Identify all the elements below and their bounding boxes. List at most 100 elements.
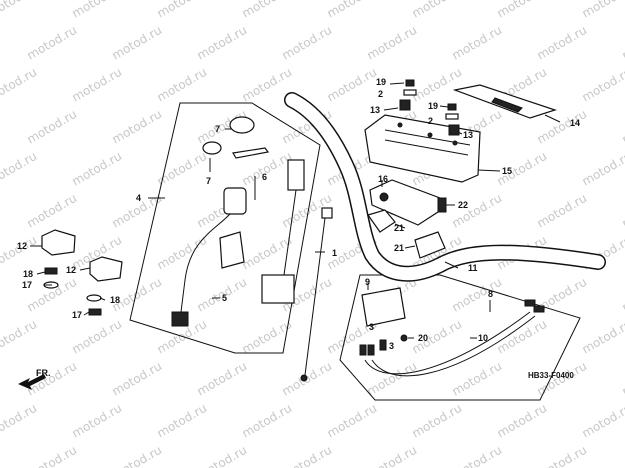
watermark-text: motod.ru bbox=[620, 107, 625, 147]
meter-case bbox=[364, 114, 481, 183]
key bbox=[232, 147, 270, 159]
watermark-text: motod.ru bbox=[495, 401, 550, 441]
callout-3a: 3 bbox=[369, 322, 374, 332]
callout-7b: 7 bbox=[206, 176, 211, 186]
watermark-text: motod.ru bbox=[535, 191, 590, 231]
watermark-text: motod.ru bbox=[25, 275, 80, 315]
callout-18a: 18 bbox=[23, 269, 33, 279]
direction-label: FR. bbox=[36, 368, 51, 378]
watermark-text: motod.ru bbox=[495, 0, 550, 21]
callout-8: 8 bbox=[488, 289, 493, 299]
watermark-text: motod.ru bbox=[620, 443, 625, 468]
watermark-text: motod.ru bbox=[325, 0, 380, 21]
watermark-text: motod.ru bbox=[620, 359, 625, 399]
choke-cable bbox=[300, 207, 333, 382]
watermark-text: motod.ru bbox=[535, 23, 590, 63]
watermark-text: motod.ru bbox=[195, 23, 250, 63]
holder-upper-left bbox=[41, 229, 76, 289]
watermark-text: motod.ru bbox=[0, 149, 39, 189]
watermark-text: motod.ru bbox=[495, 317, 550, 357]
bracket-6 bbox=[219, 231, 245, 269]
watermark-text: motod.ru bbox=[450, 191, 505, 231]
callout-19a: 19 bbox=[376, 77, 386, 87]
watermark-text: motod.ru bbox=[450, 359, 505, 399]
screw-20 bbox=[400, 334, 408, 342]
watermark-text: motod.ru bbox=[25, 359, 80, 399]
callout-1: 1 bbox=[332, 248, 337, 258]
diagram-code: HB33-F0400 bbox=[528, 371, 574, 380]
handlebar bbox=[285, 93, 605, 281]
watermark-text: motod.ru bbox=[70, 65, 125, 105]
callout-12b: 12 bbox=[66, 265, 76, 275]
bolt-22 bbox=[437, 197, 447, 213]
watermark-text: motod.ru bbox=[620, 191, 625, 231]
callout-14: 14 bbox=[570, 118, 580, 128]
callout-21a: 21 bbox=[394, 223, 404, 233]
starter-switch bbox=[261, 159, 305, 304]
callout-17a: 17 bbox=[22, 280, 32, 290]
relay-box bbox=[361, 287, 406, 327]
watermark-text: motod.ru bbox=[0, 317, 39, 357]
watermark-text: motod.ru bbox=[25, 23, 80, 63]
handlebar-lower-holder-a bbox=[367, 209, 396, 233]
callout-4: 4 bbox=[136, 193, 141, 203]
callout-16: 16 bbox=[378, 174, 388, 184]
watermark-text: motod.ru bbox=[580, 0, 625, 21]
bolt-set-a bbox=[399, 79, 417, 111]
callout-3b: 3 bbox=[389, 341, 394, 351]
watermark-text: motod.ru bbox=[325, 401, 380, 441]
watermark-text: motod.ru bbox=[580, 65, 625, 105]
assembly-box-right bbox=[339, 274, 581, 401]
watermark-text: motod.ru bbox=[450, 23, 505, 63]
holder-lower-left bbox=[86, 256, 123, 316]
callout-19b: 19 bbox=[428, 101, 438, 111]
watermark-text: motod.ru bbox=[580, 149, 625, 189]
watermark-text: motod.ru bbox=[410, 65, 465, 105]
indicator-panel bbox=[452, 84, 557, 119]
watermark-text: motod.ru bbox=[155, 149, 210, 189]
watermark-text: motod.ru bbox=[365, 23, 420, 63]
watermark-text: motod.ru bbox=[450, 443, 505, 468]
ignition-cap bbox=[202, 116, 255, 155]
watermark-text: motod.ru bbox=[365, 443, 420, 468]
callout-11: 11 bbox=[468, 263, 478, 273]
watermark-text: motod.ru bbox=[0, 233, 39, 273]
watermark-text: motod.ru bbox=[25, 107, 80, 147]
callout-2a: 2 bbox=[378, 89, 383, 99]
callout-22: 22 bbox=[458, 200, 468, 210]
watermark-text: motod.ru bbox=[195, 443, 250, 468]
ignition-switch bbox=[171, 187, 247, 327]
harness-connectors bbox=[359, 311, 536, 377]
watermark-text: motod.ru bbox=[70, 401, 125, 441]
harness-terminals bbox=[524, 299, 545, 313]
callout-2b: 2 bbox=[428, 116, 433, 126]
watermark-text: motod.ru bbox=[155, 233, 210, 273]
callout-13b: 13 bbox=[463, 130, 473, 140]
watermark-text: motod.ru bbox=[410, 401, 465, 441]
watermark-text: motod.ru bbox=[155, 65, 210, 105]
callout-18b: 18 bbox=[110, 295, 120, 305]
watermark-text: motod.ru bbox=[110, 443, 165, 468]
callout-9: 9 bbox=[365, 277, 370, 287]
watermark-text: motod.ru bbox=[155, 401, 210, 441]
watermark-text: motod.ru bbox=[240, 0, 295, 21]
callout-5: 5 bbox=[222, 293, 227, 303]
front-direction-arrow: FR. bbox=[18, 368, 51, 390]
watermark-text: motod.ru bbox=[620, 23, 625, 63]
callout-13a: 13 bbox=[370, 105, 380, 115]
watermark-text: motod.ru bbox=[70, 0, 125, 21]
watermark-text: motod.ru bbox=[535, 443, 590, 468]
watermark-text: motod.ru bbox=[280, 443, 335, 468]
watermark-text: motod.ru bbox=[110, 23, 165, 63]
assembly-box-left bbox=[129, 102, 321, 354]
watermark-text: motod.ru bbox=[0, 65, 39, 105]
watermark-text: motod.ru bbox=[195, 359, 250, 399]
watermark-text: motod.ru bbox=[240, 401, 295, 441]
watermark-text: motod.ru bbox=[240, 233, 295, 273]
watermark-text: motod.ru bbox=[580, 401, 625, 441]
watermark-text: motod.ru bbox=[110, 359, 165, 399]
callout-12a: 12 bbox=[17, 241, 27, 251]
